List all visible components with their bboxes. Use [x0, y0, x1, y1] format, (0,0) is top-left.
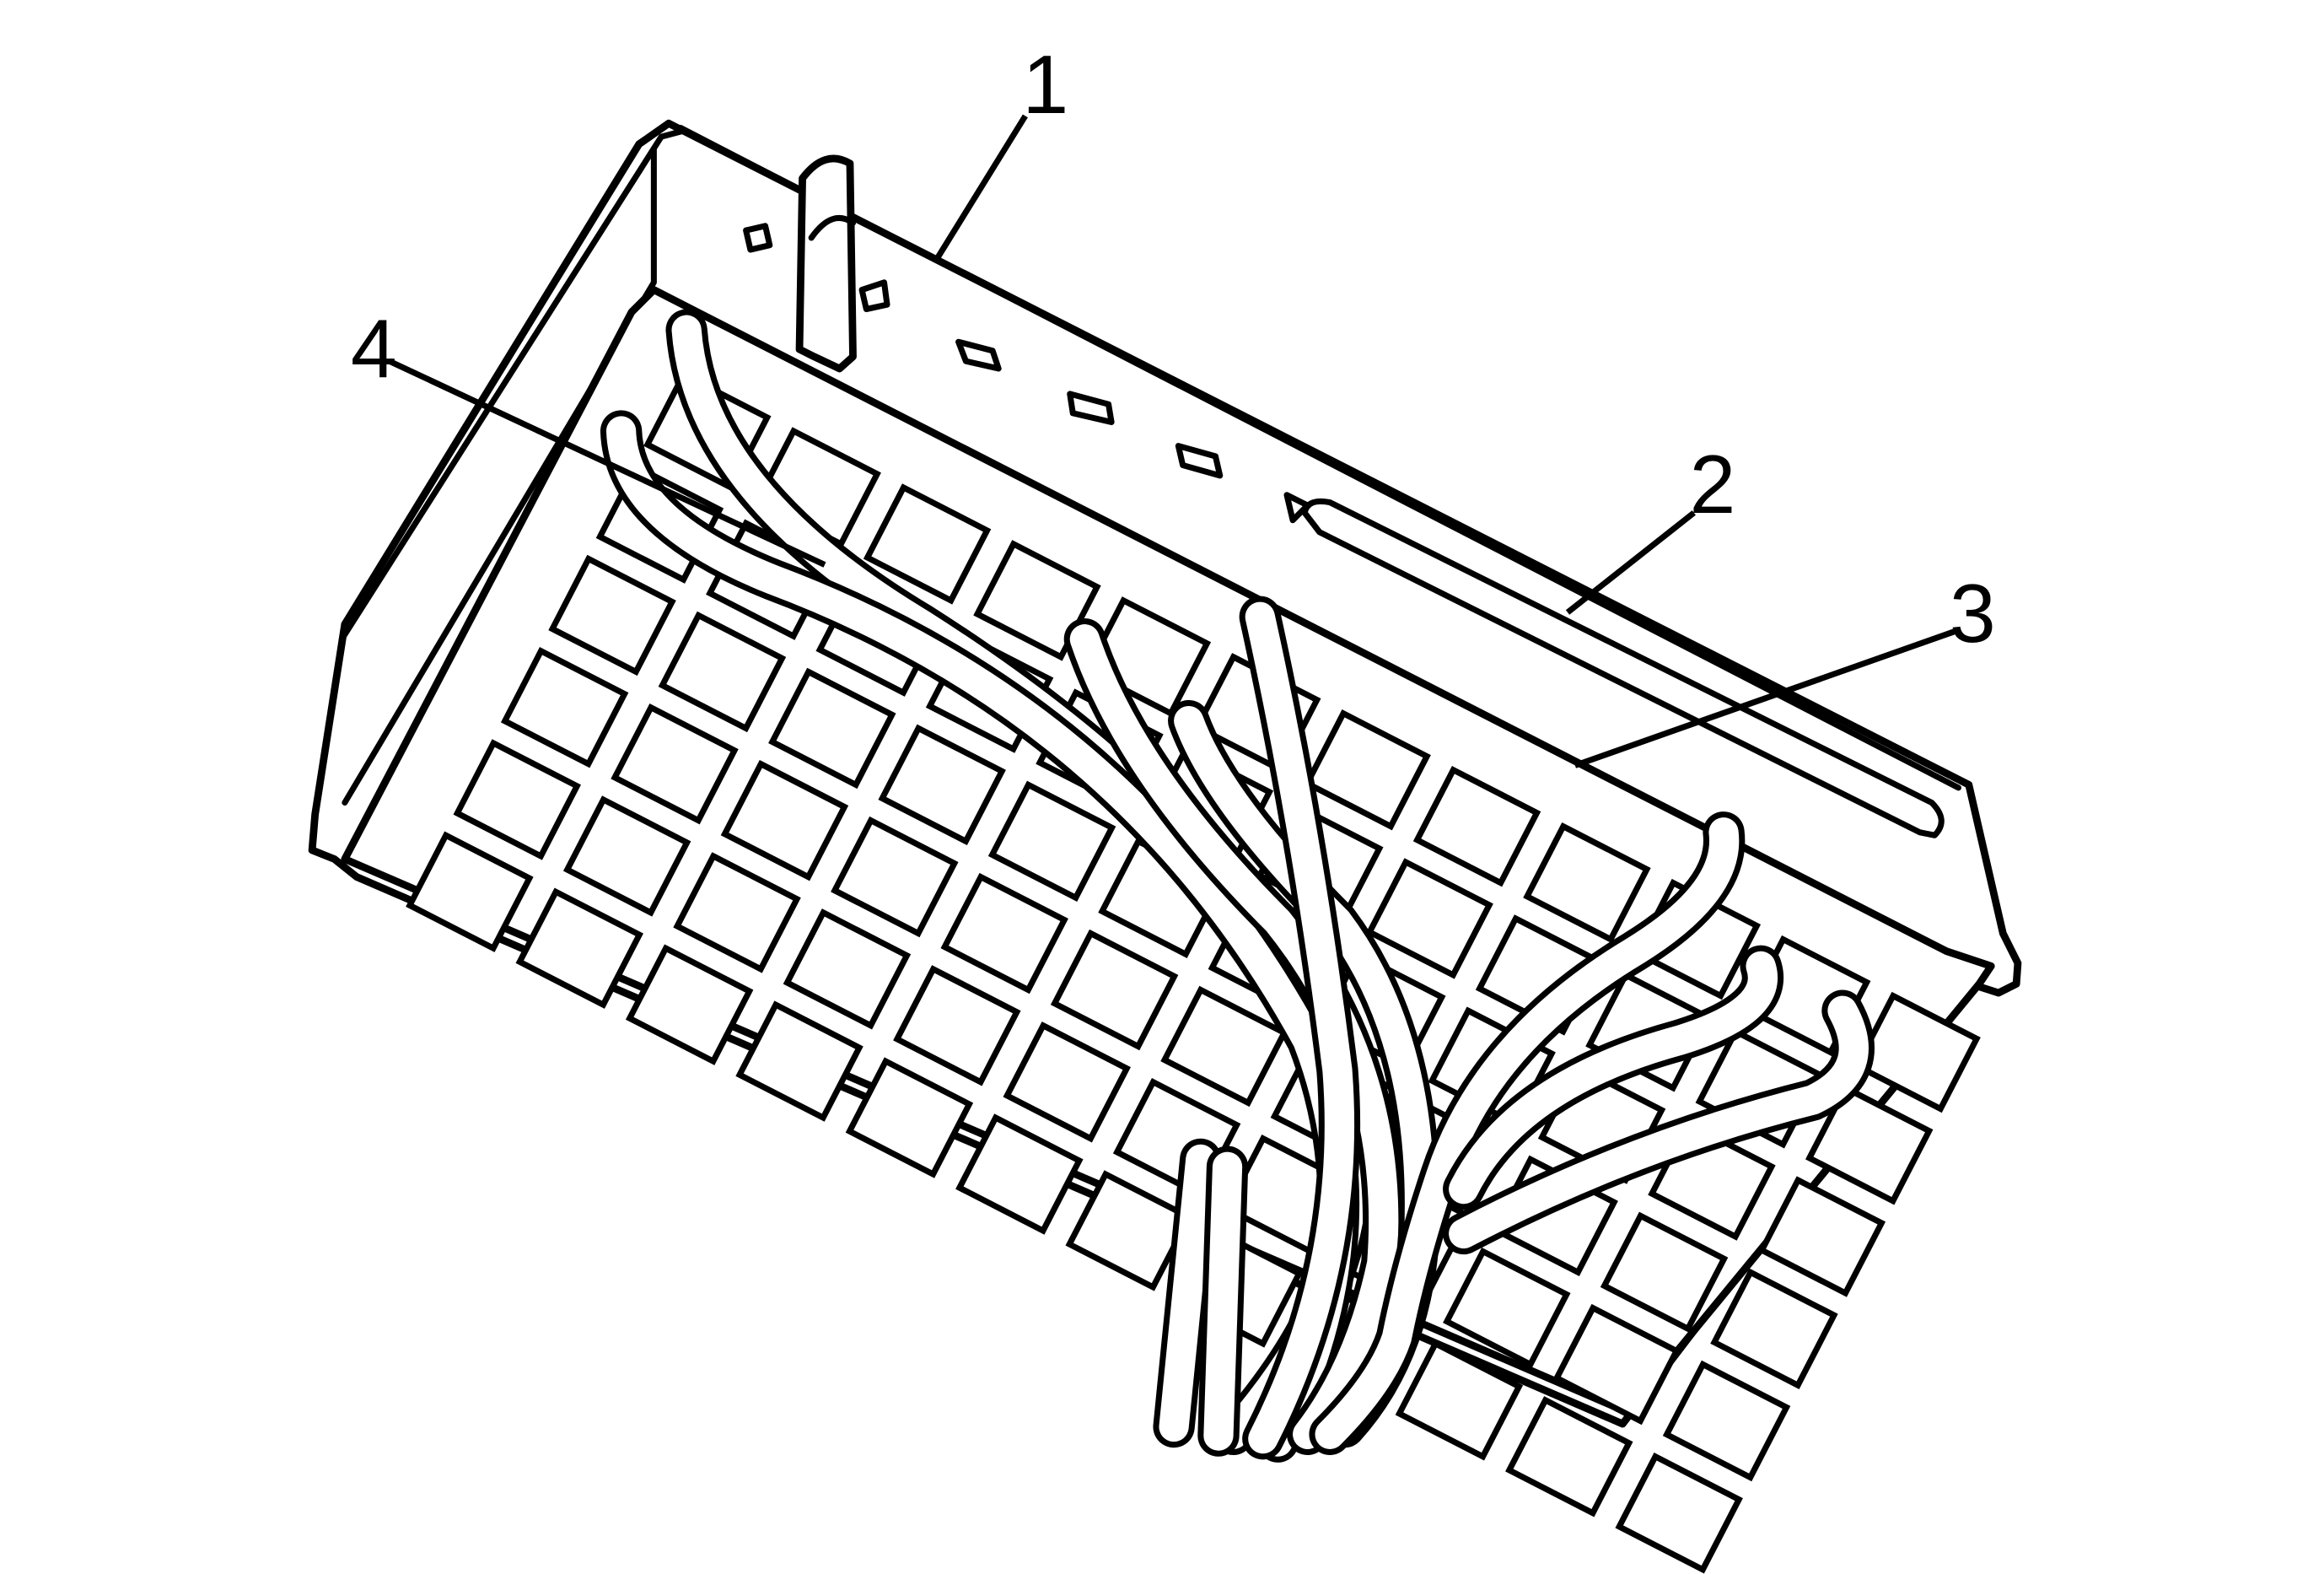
terminal-cavity — [515, 887, 644, 1009]
terminal-cavity — [500, 647, 629, 768]
terminal-cavity — [1615, 1453, 1743, 1574]
terminal-cavity — [768, 667, 896, 790]
terminal-cavity — [1303, 709, 1431, 831]
terminal-cavity — [611, 703, 739, 825]
terminal-cavity — [831, 816, 959, 938]
callout-3: 3 — [1950, 567, 1996, 660]
terminal-cavity — [1003, 1021, 1131, 1143]
terminal-cavity — [987, 780, 1116, 903]
wire — [1197, 1145, 1249, 1457]
terminal-cavity — [783, 908, 912, 1030]
leader-line-3 — [1574, 628, 1955, 768]
terminal-cavity — [1757, 1176, 1886, 1297]
terminal-cavity — [1365, 858, 1493, 979]
wire — [1309, 811, 1746, 1456]
terminal-cavity — [845, 1057, 974, 1178]
callout-labels: 1 2 3 4 — [351, 38, 1996, 660]
terminal-cavity — [1395, 1340, 1524, 1461]
wire — [1443, 945, 1784, 1210]
wire — [1239, 596, 1361, 1460]
terminal-cavity — [1412, 765, 1541, 887]
terminal-cavity — [406, 831, 534, 952]
terminal-cavity — [1160, 985, 1288, 1108]
terminal-cavity — [1443, 1247, 1571, 1369]
wire — [1153, 1138, 1222, 1448]
terminal-cavity — [1710, 1268, 1838, 1389]
callout-2: 2 — [1690, 438, 1736, 531]
terminal-cavity — [735, 1000, 863, 1122]
terminal-cavity — [940, 872, 1068, 995]
terminal-cavity — [1552, 1303, 1681, 1426]
wire — [1443, 989, 1875, 1255]
terminal-cavity — [625, 944, 754, 1065]
wire-harness — [600, 309, 1875, 1463]
terminal-cavity — [658, 611, 787, 733]
terminal-cavity — [878, 724, 1006, 846]
terminal-cavity — [548, 554, 676, 676]
terminal-cavity — [893, 965, 1021, 1086]
terminal-cavity — [673, 852, 801, 973]
terminal-cavity — [1065, 1170, 1193, 1291]
terminal-cavity — [1600, 1211, 1729, 1334]
terminal-cavity — [1505, 1396, 1633, 1517]
terminal-cavity — [863, 483, 992, 605]
terminal-cavity — [955, 1113, 1084, 1235]
terminal-cavity — [1050, 929, 1179, 1051]
leader-line-1 — [933, 114, 1028, 262]
leader-line-4 — [388, 358, 826, 568]
terminal-cavity — [1523, 822, 1651, 944]
terminal-cavity — [1662, 1360, 1791, 1482]
callout-1: 1 — [1022, 38, 1068, 131]
leader-line-2 — [1565, 510, 1696, 615]
terminal-cavity — [1805, 1084, 1934, 1205]
callout-4: 4 — [351, 303, 397, 396]
terminal-cavity — [562, 795, 691, 917]
leader-lines — [388, 114, 1955, 768]
terminal-cavity — [453, 739, 582, 860]
terminal-cavity — [720, 759, 849, 881]
